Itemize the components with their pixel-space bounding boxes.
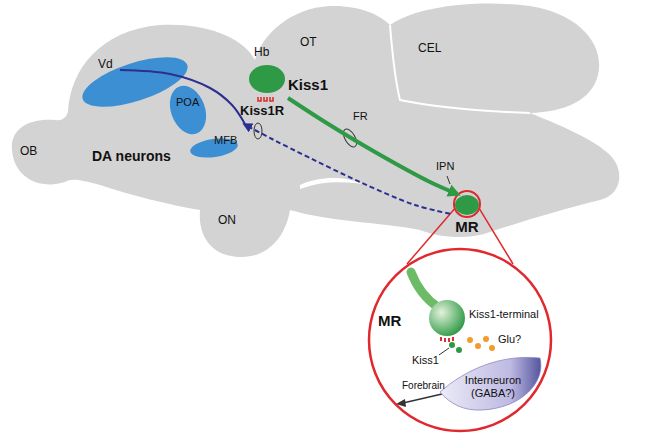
axon-terminal: Kiss1-terminal xyxy=(405,270,550,340)
anatomy-label: ON xyxy=(218,214,236,228)
fiber-line xyxy=(120,70,245,124)
terminal-bulb xyxy=(429,300,465,336)
leader-line xyxy=(439,348,449,355)
kiss1-neuron-cluster: Kiss1 xyxy=(248,62,332,98)
anatomy-label: Kiss1 xyxy=(412,354,439,367)
anatomy-label: OB xyxy=(20,145,37,159)
serotonergic-projection xyxy=(245,125,450,214)
node-label: Kiss1-terminal xyxy=(469,308,539,321)
node-shape xyxy=(70,38,245,167)
anatomy-label: MFB xyxy=(214,134,237,147)
kiss1-projection xyxy=(288,98,457,194)
anatomy-label: Forebrain xyxy=(402,380,445,392)
brain-outline xyxy=(12,4,619,257)
anatomy-label: CEL xyxy=(418,42,441,56)
anatomy-label: Vd xyxy=(98,58,113,72)
anatomy-label: POA xyxy=(176,96,199,109)
anatomy-label: Hb xyxy=(254,46,269,60)
peptide-dot xyxy=(456,347,462,353)
node-label: MR xyxy=(378,312,401,329)
node-shape xyxy=(405,270,550,340)
receptor-symbol xyxy=(258,97,273,101)
receptor-symbol xyxy=(441,337,453,342)
anatomy-label: Glu? xyxy=(498,333,521,346)
glutamate-dot xyxy=(483,336,489,342)
glutamate-dot xyxy=(489,345,495,351)
anatomy-label: IPN xyxy=(436,160,454,173)
glutamate-dot xyxy=(467,337,473,343)
inset-circle xyxy=(369,249,551,431)
anatomy-label: OT xyxy=(300,36,317,50)
axon-shaft xyxy=(411,272,439,308)
node-label: MR xyxy=(450,218,484,235)
raphe-nucleus: MR xyxy=(450,194,486,238)
interneuron: Interneuron (GABA?) xyxy=(440,352,545,415)
node-label: Interneuron (GABA?) xyxy=(460,374,526,399)
cell-body xyxy=(440,357,541,410)
neuron-blob xyxy=(455,195,479,215)
node-label: DA neurons xyxy=(92,148,171,164)
anatomy-label: FR xyxy=(353,110,368,123)
zoom-circle xyxy=(454,191,480,217)
axon-line xyxy=(403,394,442,403)
node-label: Kiss1 xyxy=(288,76,328,93)
anatomy-label: Kiss1R xyxy=(240,104,284,119)
magnified-inset: MR Kiss1-terminalInterneuron (GABA?) xyxy=(367,247,553,433)
lobe-separator xyxy=(390,25,530,113)
glutamate-dot xyxy=(475,343,481,349)
peptide-dot xyxy=(449,342,455,348)
dopamine-neuron-groups: DA neurons xyxy=(70,38,245,167)
neuron-blob xyxy=(249,65,285,93)
ipn-tick xyxy=(447,176,450,184)
arrow-head xyxy=(396,399,406,407)
ventricle xyxy=(300,178,362,189)
neuron-group xyxy=(163,81,212,140)
